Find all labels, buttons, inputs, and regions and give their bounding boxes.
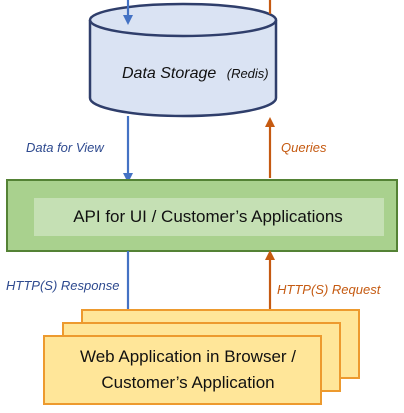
web-app-label-line1: Web Application in Browser / [80,347,296,366]
api-label: API for UI / Customer’s Applications [73,207,343,226]
web-app-stack [43,309,360,405]
db-title: Data Storage (Redis) [122,65,269,82]
queries-label: Queries [281,140,327,155]
http-response-label: HTTP(S) Response [6,278,119,293]
api-box [6,179,398,252]
data-for-view-label: Data for View [26,140,105,155]
web-app-card-front [43,335,322,405]
data-storage-cylinder [88,2,278,118]
web-app-label-line2: Customer’s Application [101,373,274,392]
http-request-label: HTTP(S) Request [277,282,382,297]
